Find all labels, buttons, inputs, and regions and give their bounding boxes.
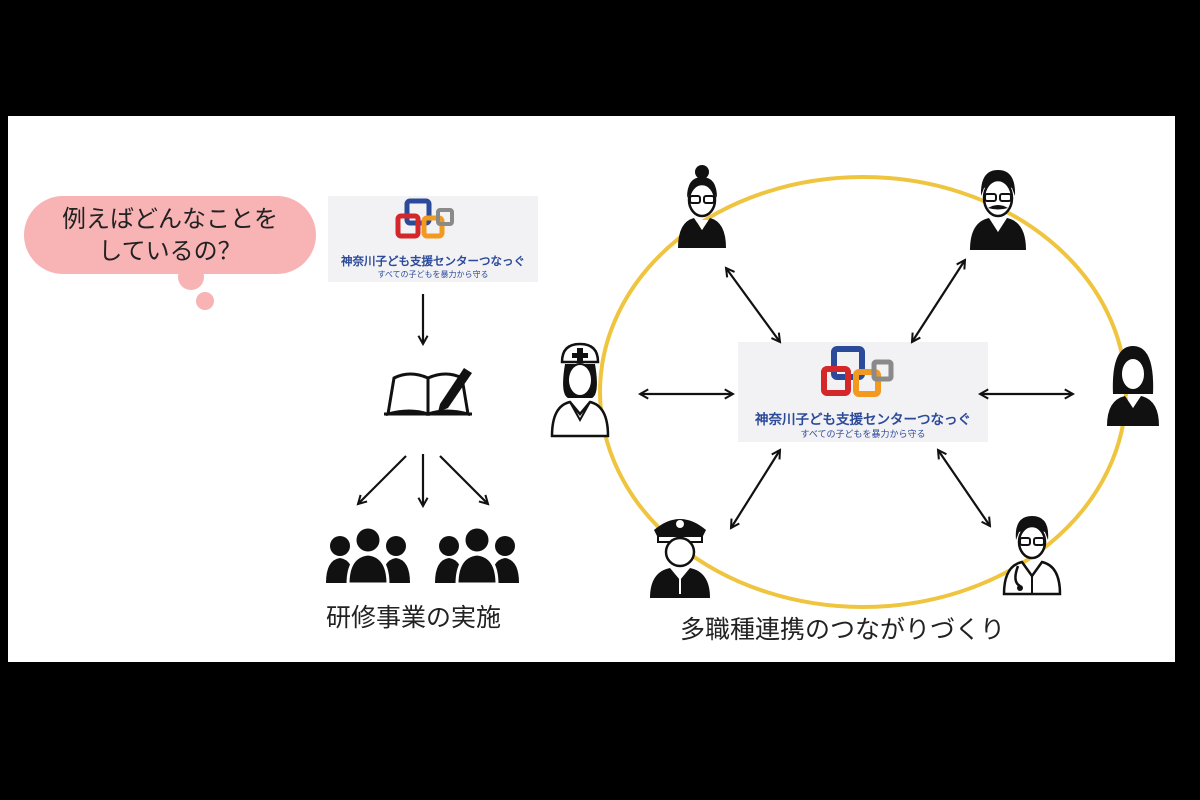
- org-tagline-center: すべての子どもを暴力から守る: [800, 430, 926, 440]
- group-of-people-icon: [435, 525, 519, 586]
- org-name-center: 神奈川子ども支援センターつなっぐ: [755, 412, 971, 428]
- caption-network: 多職種連携のつながりづくり: [680, 615, 1006, 644]
- police-officer-icon: [650, 519, 710, 598]
- question-line-2: しているの？: [98, 237, 242, 265]
- diagram-graphics: [326, 165, 1159, 609]
- mustached-man-icon: [970, 170, 1026, 250]
- arrow-top-right: [912, 260, 965, 342]
- arrow-bottom-right: [938, 450, 990, 526]
- arrow-top-left: [726, 268, 780, 342]
- org-name-top: 神奈川子ども支援センターつなっぐ: [341, 254, 525, 268]
- nurse-icon: [550, 342, 610, 438]
- org-tagline-top: すべての子どもを暴力から守る: [377, 270, 489, 279]
- businesswoman-icon: [1107, 346, 1159, 426]
- question-bubble: 例えばどんなことを しているの？: [24, 196, 316, 274]
- caption-training: 研修事業の実施: [326, 603, 502, 632]
- arrow-split-left: [358, 455, 407, 504]
- doctor-icon: [1002, 516, 1062, 596]
- diagram-panel: 例えばどんなことを しているの？ 神奈川子ども支援センターつなっぐ すべての子ど…: [8, 116, 1175, 662]
- org-logo-center: 神奈川子ども支援センターつなっぐ すべての子どもを暴力から守る: [738, 342, 988, 442]
- question-line-1: 例えばどんなことを: [62, 205, 278, 233]
- arrow-bottom-left: [731, 450, 780, 528]
- book-with-pen-icon: [384, 368, 472, 417]
- bubble-tail-large: [178, 264, 204, 290]
- group-of-people-icon: [326, 525, 410, 586]
- org-logo-top: 神奈川子ども支援センターつなっぐ すべての子どもを暴力から守る: [328, 196, 538, 282]
- logo-squares-icon: [395, 198, 454, 239]
- logo-squares-icon: [821, 346, 894, 397]
- bubble-tail-small: [196, 292, 214, 310]
- arrow-split-right: [439, 455, 488, 504]
- teacher-icon: [678, 165, 726, 248]
